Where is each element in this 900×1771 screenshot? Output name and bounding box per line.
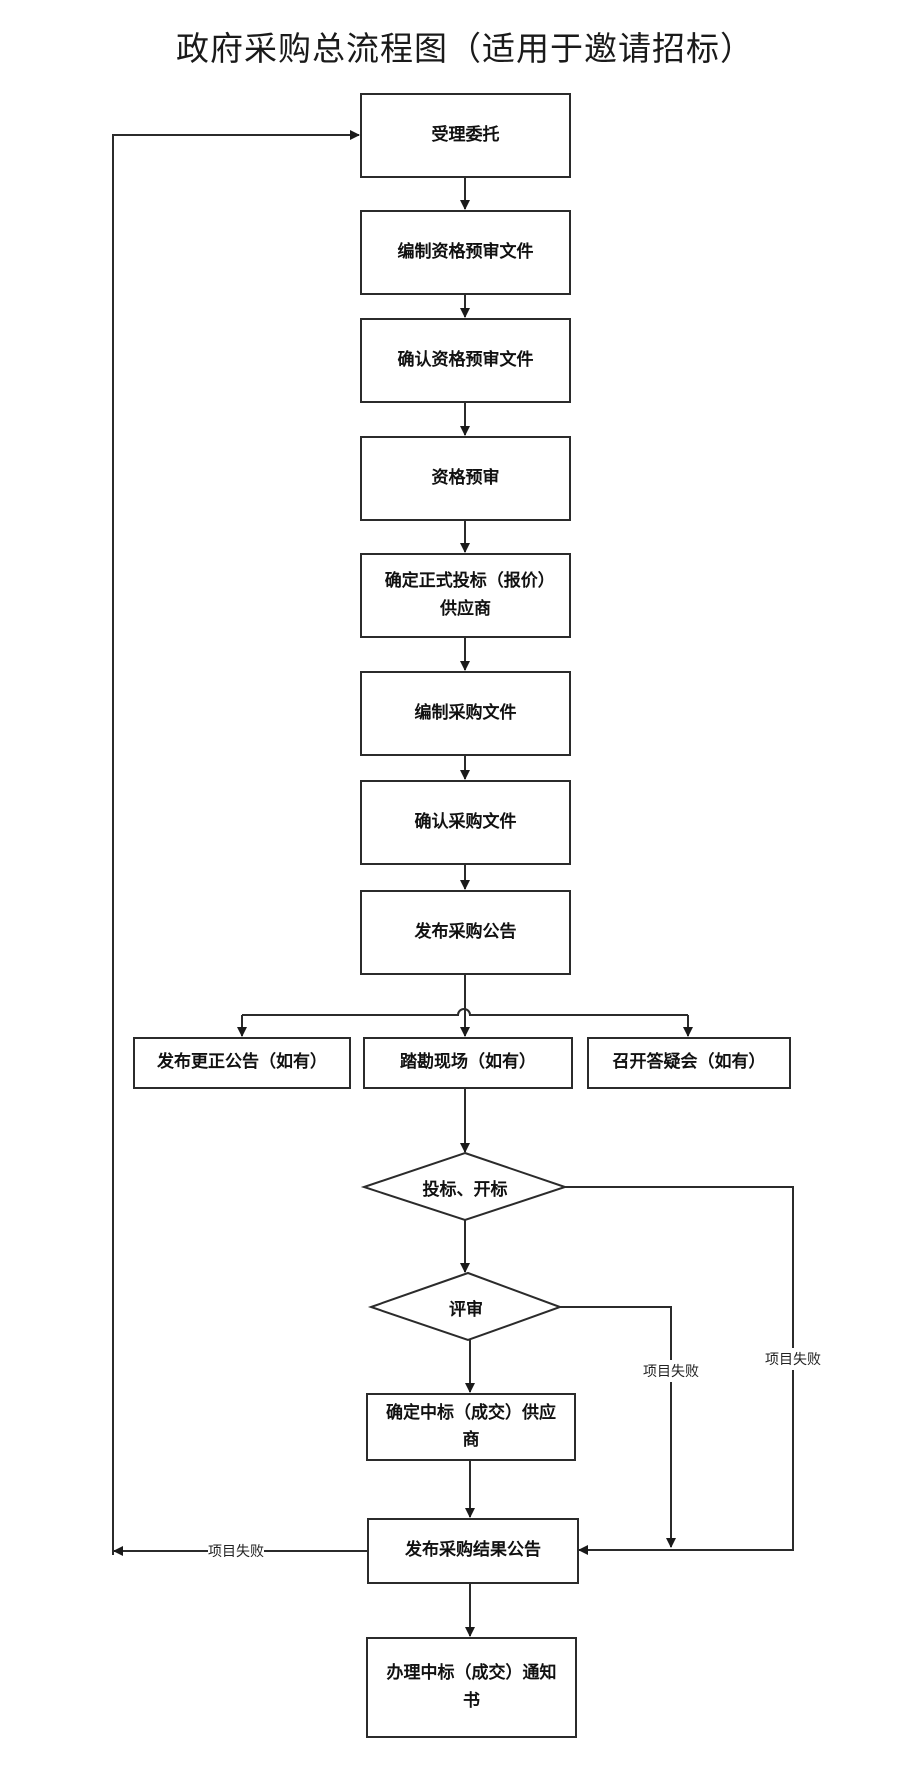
node-prepare-prequal-docs: 编制资格预审文件 — [360, 210, 571, 295]
edge-review-fail — [560, 1306, 676, 1548]
diamond-review — [367, 1271, 563, 1342]
label-review-failure: 项目失败 — [643, 1360, 699, 1382]
node-determine-winner: 确定中标（成交）供应商 — [366, 1393, 576, 1461]
node-correction-notice: 发布更正公告（如有） — [133, 1037, 351, 1089]
node-confirm-procurement-docs: 确认采购文件 — [360, 780, 571, 865]
node-confirm-prequal-docs: 确认资格预审文件 — [360, 318, 571, 403]
node-determine-bidders: 确定正式投标（报价）供应商 — [360, 553, 571, 638]
label-result-failure: 项目失败 — [208, 1540, 264, 1562]
label-bid-failure: 项目失败 — [765, 1348, 821, 1370]
decision-review-label: 评审 — [449, 1299, 483, 1320]
node-prequalification: 资格预审 — [360, 436, 571, 521]
node-prepare-procurement-docs: 编制采购文件 — [360, 671, 571, 756]
node-accept-commission: 受理委托 — [360, 93, 571, 178]
node-qa-meeting: 召开答疑会（如有） — [587, 1037, 791, 1089]
decision-bid-opening-label: 投标、开标 — [422, 1179, 508, 1200]
diagram-title: 政府采购总流程图（适用于邀请招标） — [176, 29, 754, 68]
node-award-notice: 办理中标（成交）通知书 — [366, 1637, 577, 1738]
node-publish-result: 发布采购结果公告 — [367, 1518, 579, 1584]
branch-horizontal — [242, 1008, 688, 1016]
node-site-visit: 踏勘现场（如有） — [363, 1037, 573, 1089]
edge-loop-back — [112, 130, 360, 1555]
node-publish-announcement: 发布采购公告 — [360, 890, 571, 975]
